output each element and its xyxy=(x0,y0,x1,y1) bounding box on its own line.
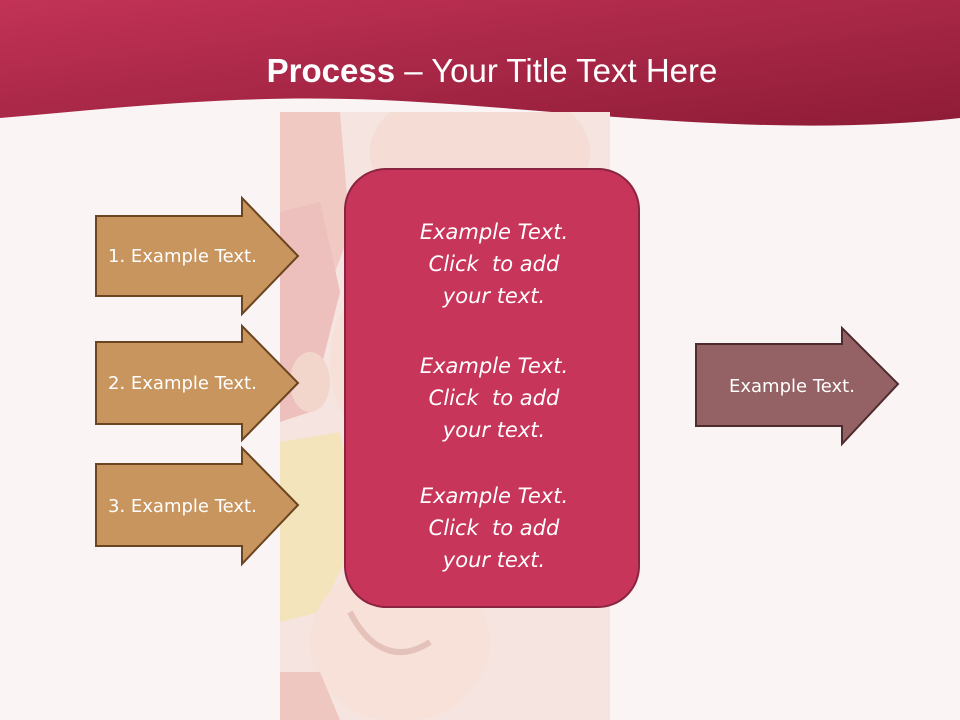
arrow-step-3[interactable]: 3. Example Text. xyxy=(95,445,300,567)
arrow-shape xyxy=(95,445,300,567)
arrow-label: 3. Example Text. xyxy=(108,495,257,517)
arrow-shape xyxy=(95,195,300,317)
title-bold: Process xyxy=(266,52,396,89)
arrow-label: 2. Example Text. xyxy=(108,372,257,394)
header-banner xyxy=(0,0,960,126)
arrow-step-2[interactable]: 2. Example Text. xyxy=(95,323,300,443)
center-text-3: Example Text. Click to add your text. xyxy=(419,484,569,572)
arrow-step-1[interactable]: 1. Example Text. xyxy=(95,195,300,317)
center-text-1: Example Text. Click to add your text. xyxy=(419,220,569,308)
arrow-label: 1. Example Text. xyxy=(108,245,257,267)
title-rest: – Your Title Text Here xyxy=(395,52,718,89)
page-title: Process – Your Title Text Here xyxy=(0,52,960,90)
arrow-shape xyxy=(695,325,900,447)
arrow-shape xyxy=(95,323,300,443)
arrow-label: Example Text. xyxy=(729,375,855,397)
center-text-2: Example Text. Click to add your text. xyxy=(419,354,569,442)
arrow-result[interactable]: Example Text. xyxy=(695,325,900,447)
center-text-box[interactable]: Example Text. Click to add your text. Ex… xyxy=(344,168,640,608)
